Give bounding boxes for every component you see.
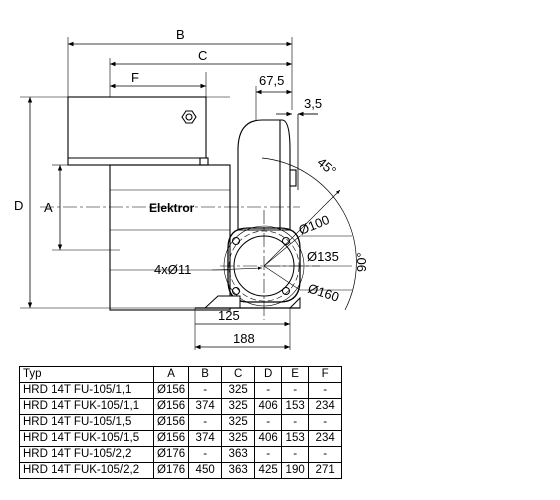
table-cell: Ø156 <box>152 430 190 447</box>
specification-table: Typ A B C D E F HRD 14T FU-105/1,1 Ø156 … <box>19 366 343 479</box>
column-header: A <box>152 366 190 383</box>
table-cell: - <box>308 382 343 399</box>
dim-label-125: 125 <box>218 308 240 323</box>
table-row: HRD 14T FUK-105/2,2 Ø176 450 363 425 190… <box>19 462 343 479</box>
column-header: C <box>221 366 256 383</box>
dim-label-c: C <box>198 48 207 63</box>
column-header: D <box>254 366 283 383</box>
table-cell: 374 <box>188 398 223 415</box>
table-cell: Ø156 <box>152 382 190 399</box>
dim-label-d135: Ø135 <box>307 249 339 264</box>
table-cell: Ø176 <box>152 462 190 479</box>
table-cell: HRD 14T FU-105/1,5 <box>19 414 154 431</box>
table-cell: - <box>188 382 223 399</box>
table-cell: 325 <box>221 414 256 431</box>
table-cell: - <box>281 414 310 431</box>
table-cell: - <box>308 414 343 431</box>
center-lines <box>40 189 352 320</box>
table-cell: HRD 14T FUK-105/1,1 <box>19 398 154 415</box>
bolt-hole-icon <box>282 237 290 245</box>
flange <box>195 225 305 309</box>
table-cell: - <box>254 446 283 463</box>
table-cell: HRD 14T FUK-105/1,5 <box>19 430 154 447</box>
column-header: E <box>281 366 310 383</box>
column-header: F <box>308 366 343 383</box>
table-row: HRD 14T FU-105/1,1 Ø156 - 325 - - - <box>19 382 343 399</box>
table-cell: HRD 14T FU-105/1,1 <box>19 382 154 399</box>
table-cell: - <box>308 446 343 463</box>
table-cell: - <box>281 446 310 463</box>
table-cell: - <box>188 446 223 463</box>
dim-label-holes: 4xØ11 <box>154 262 191 277</box>
table-cell: 363 <box>221 446 256 463</box>
dim-label-188: 188 <box>233 331 255 346</box>
bolt-hole-icon <box>232 287 240 295</box>
table-cell: Ø156 <box>152 414 190 431</box>
bolt-hole-icon <box>282 287 290 295</box>
table-cell: - <box>254 382 283 399</box>
table-cell: - <box>254 414 283 431</box>
table-header-row: Typ A B C D E F <box>19 366 343 383</box>
dim-label-b: B <box>176 27 185 42</box>
table-cell: - <box>281 382 310 399</box>
dim-label-a: A <box>44 200 53 215</box>
table-cell: 153 <box>281 430 310 447</box>
brand-logo-text: Elektror <box>149 201 195 215</box>
column-header: B <box>188 366 223 383</box>
dim-label-d100: Ø100 <box>297 212 332 238</box>
dim-label-3-5: 3,5 <box>304 96 322 111</box>
table-cell: HRD 14T FU-105/2,2 <box>19 446 154 463</box>
table-cell: HRD 14T FUK-105/2,2 <box>19 462 154 479</box>
dim-label-angle-45: 45° <box>314 154 339 178</box>
bolt-hole-icon <box>232 237 240 245</box>
dim-label-d: D <box>14 198 23 213</box>
table-cell: 406 <box>254 398 283 415</box>
table-cell: Ø176 <box>152 446 190 463</box>
column-header: Typ <box>19 366 154 383</box>
dim-label-f: F <box>131 70 139 85</box>
table-cell: 425 <box>254 462 283 479</box>
table-row: HRD 14T FUK-105/1,1 Ø156 374 325 406 153… <box>19 398 343 415</box>
table-cell: 234 <box>308 398 343 415</box>
table-cell: 406 <box>254 430 283 447</box>
dim-label-angle-90: 90° <box>354 252 369 272</box>
table-cell: - <box>188 414 223 431</box>
table-cell: 325 <box>221 430 256 447</box>
blower-housing <box>237 119 357 311</box>
dim-label-67-5: 67,5 <box>259 73 284 88</box>
table-cell: Ø156 <box>152 398 190 415</box>
technical-drawing: B C F 67,5 3,5 D A Elektror 45° 90° Ø100… <box>14 27 369 350</box>
table-row: HRD 14T FU-105/2,2 Ø176 - 363 - - - <box>19 446 343 463</box>
table-row: HRD 14T FUK-105/1,5 Ø156 374 325 406 153… <box>19 430 343 447</box>
table-cell: 363 <box>221 462 256 479</box>
dimension-lines <box>27 41 318 350</box>
table-cell: 271 <box>308 462 343 479</box>
dim-label-d160: Ø160 <box>306 281 341 305</box>
table-cell: 190 <box>281 462 310 479</box>
motor-body <box>67 96 231 311</box>
table-cell: 234 <box>308 430 343 447</box>
table-cell: 325 <box>221 398 256 415</box>
table-row: HRD 14T FU-105/1,5 Ø156 - 325 - - - <box>19 414 343 431</box>
table-cell: 374 <box>188 430 223 447</box>
table-cell: 450 <box>188 462 223 479</box>
table-cell: 325 <box>221 382 256 399</box>
table-cell: 153 <box>281 398 310 415</box>
